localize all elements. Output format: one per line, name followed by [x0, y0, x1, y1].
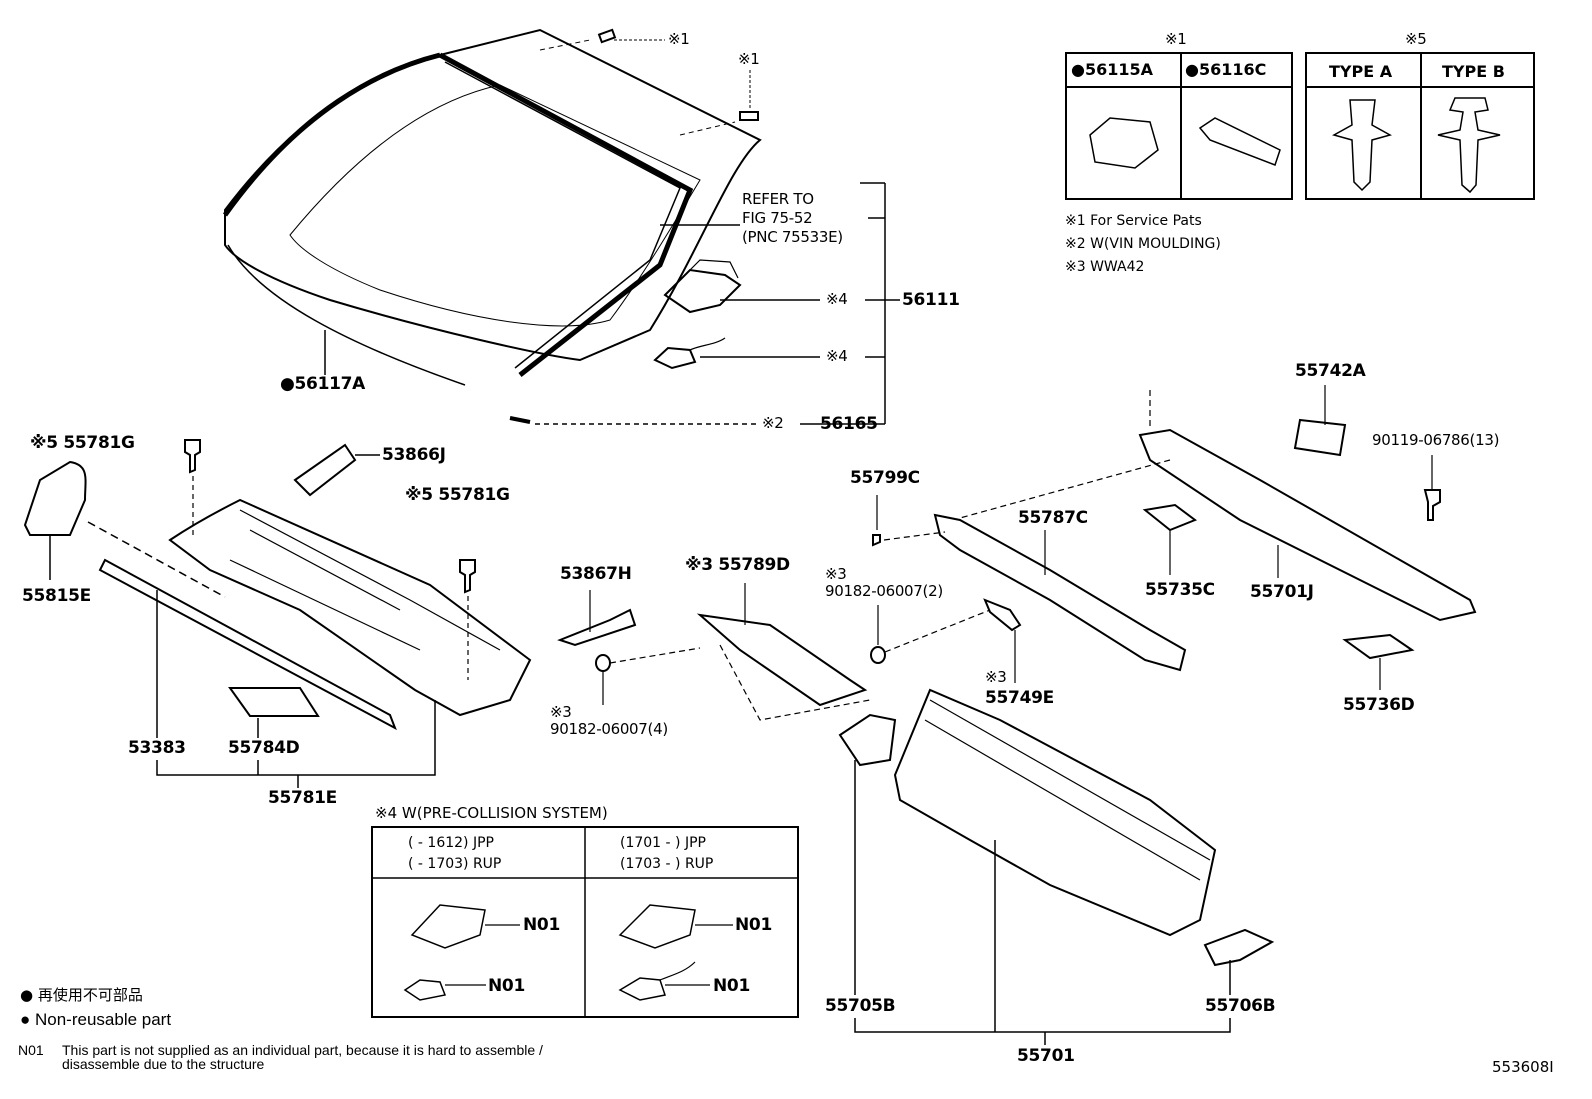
footnote-line-2: disassemble due to the structure [62, 1056, 265, 1072]
label-55735C: 55735C [1145, 580, 1215, 600]
table5-col2: TYPE B [1442, 62, 1505, 81]
label-55781G-b: ※5 55781G [405, 485, 510, 505]
note-3: ※3 WWA42 [1065, 259, 1145, 275]
label-56117A: ●56117A [280, 374, 366, 394]
nut-90182-b [870, 609, 991, 664]
label-55781G-a: ※5 55781G [30, 433, 135, 453]
dash-panel-55701 [893, 688, 1217, 937]
nut-90182-a [595, 647, 701, 672]
bolt-90119 [1423, 489, 1441, 521]
bracket-55735C [1142, 503, 1198, 532]
seal-53383 [98, 558, 397, 731]
footnote-line-1: This part is not supplied as an individu… [62, 1042, 543, 1058]
label-53383: 53383 [128, 738, 186, 758]
table1-header: ※1 [1165, 30, 1187, 48]
table4-title: ※4 W(PRE-COLLISION SYSTEM) [375, 804, 608, 822]
table1-col2: ●56116C [1185, 60, 1267, 79]
pad-55784D [228, 687, 320, 717]
refer-line-1: REFER TO [742, 190, 814, 208]
piece-53867H [557, 608, 637, 647]
note-1: ※1 For Service Pats [1065, 213, 1202, 229]
label-55742A [1293, 418, 1347, 457]
diagram-id: 553608I [1492, 1058, 1554, 1076]
label-55705B: 55705B [825, 996, 896, 1016]
footnote-code: N01 [18, 1042, 44, 1058]
bracket-55749E [983, 598, 1022, 632]
table4-grid [372, 827, 797, 1017]
label-90119: 90119-06786(13) [1372, 431, 1500, 449]
legend-en: ● Non-reusable part [20, 1010, 172, 1029]
camera-cover [653, 337, 726, 370]
n01-label-1: N01 [523, 915, 560, 935]
note-56111-b: ※4 [826, 347, 848, 365]
label-55701: 55701 [1017, 1046, 1075, 1066]
clip-55781G-a [184, 439, 201, 535]
label-55736D: 55736D [1343, 695, 1415, 715]
note-90182-a: ※3 [550, 703, 572, 721]
bolt-55799C [872, 531, 946, 547]
table5-header: ※5 [1405, 30, 1427, 48]
n01-label-3: N01 [735, 915, 772, 935]
panel-55701J [959, 390, 1477, 622]
legend-jp: ● 再使用不可部品 [20, 986, 143, 1004]
table5-col1: TYPE A [1329, 62, 1393, 81]
table4-right-row-1: (1701 - ) JPP [620, 835, 706, 851]
refer-line-3: (PNC 75533E) [742, 228, 843, 246]
bracket-55736D [1342, 633, 1415, 660]
clip-55781G-b [459, 559, 476, 680]
table1-col1: ●56115A [1071, 60, 1154, 79]
label-55789D: ※3 55789D [685, 555, 790, 575]
windshield-glass [222, 28, 762, 386]
label-55701J: 55701J [1250, 582, 1314, 602]
cowl-left-part [23, 460, 226, 598]
table4-left-row-1: ( - 1612) JPP [408, 835, 494, 851]
label-53866J: 53866J [382, 445, 446, 465]
label-55781E: 55781E [268, 788, 337, 808]
panel-55787C [933, 513, 1187, 672]
label-90182-b: 90182-06007(2) [825, 582, 943, 600]
label-55815E: 55815E [22, 586, 91, 606]
bracket-55789D [696, 613, 871, 721]
label-55784D: 55784D [228, 738, 300, 758]
label-90182-a: 90182-06007(4) [550, 720, 668, 738]
piece-53866J [293, 443, 357, 497]
table4 [371, 826, 799, 1018]
note-56165: ※2 [762, 414, 784, 432]
type-a-clip-drawing [1332, 99, 1392, 192]
bracket-55705B [838, 713, 897, 767]
note-top-2: ※1 [738, 50, 760, 68]
table1: ●56115A ●56116C [1065, 52, 1293, 200]
label-56111: 56111 [902, 290, 960, 310]
label-55749E: 55749E [985, 688, 1054, 708]
note-2: ※2 W(VIN MOULDING) [1065, 236, 1221, 252]
table4-left-row-2: ( - 1703) RUP [408, 856, 502, 872]
table4-right-row-2: (1703 - ) RUP [620, 856, 714, 872]
note-56111-a: ※4 [826, 290, 848, 308]
cowl-panel [168, 498, 532, 717]
table5: TYPE A TYPE B [1305, 52, 1535, 200]
bracket-55706B [1203, 928, 1275, 967]
refer-line-2: FIG 75-52 [742, 209, 813, 227]
label-56165: 56165 [820, 414, 878, 434]
label-55787C: 55787C [1018, 508, 1088, 528]
note-55749E: ※3 [985, 668, 1007, 686]
note-top-1: ※1 [668, 30, 690, 48]
label-53867H: 53867H [560, 564, 632, 584]
label-55799C: 55799C [850, 468, 920, 488]
clip-56116C-drawing [1198, 117, 1281, 166]
n01-label-2: N01 [488, 976, 525, 996]
n01-label-4: N01 [713, 976, 750, 996]
type-b-clip-drawing [1437, 97, 1501, 194]
top-mark-1 [539, 28, 665, 51]
clip-56115A-drawing [1089, 117, 1159, 169]
top-mark-2 [679, 70, 759, 136]
label-55742A: 55742A [1295, 361, 1366, 381]
sensor-bracket [663, 259, 742, 314]
note-90182-b: ※3 [825, 565, 847, 583]
label-55706B: 55706B [1205, 996, 1276, 1016]
